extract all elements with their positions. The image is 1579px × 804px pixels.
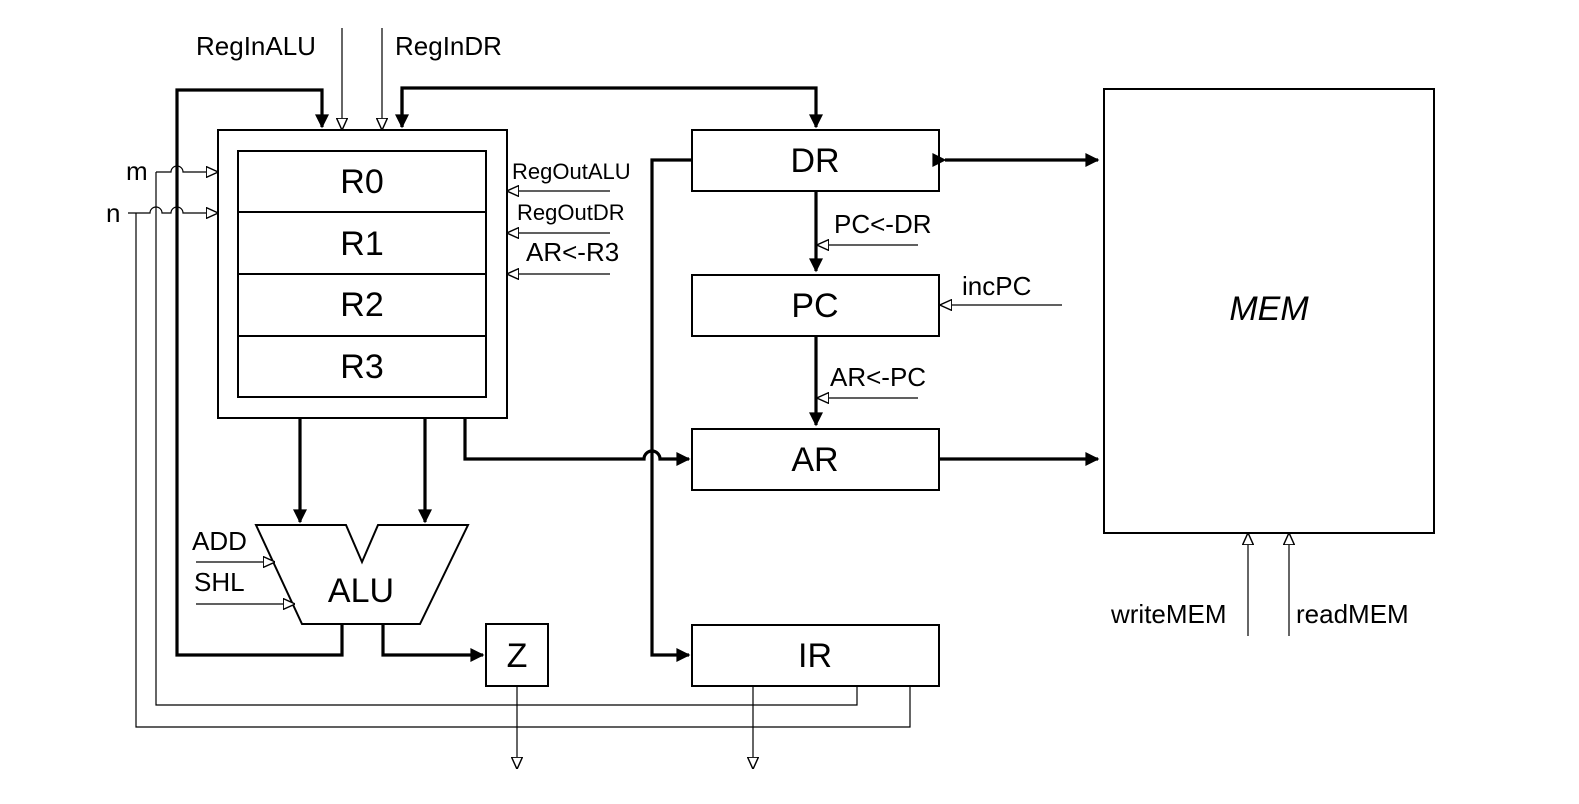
register-r0-label: R0 [340, 163, 383, 201]
register-r1-label: R1 [340, 225, 383, 263]
signal-m: m [126, 156, 148, 186]
signal-add: ADD [192, 526, 247, 556]
register-r3-label: R3 [340, 348, 383, 386]
signal-pc-from-dr: PC<-DR [834, 209, 932, 239]
signal-reg-out-dr: RegOutDR [517, 200, 625, 225]
mem-label: MEM [1229, 290, 1309, 328]
signal-reg-out-alu: RegOutALU [512, 159, 631, 184]
regfile-to-ar [463, 418, 691, 466]
alu-to-regfile-bus [175, 88, 344, 657]
signal-reg-in-dr: RegInDR [395, 31, 502, 61]
signal-inc-pc: incPC [962, 271, 1031, 301]
z-flag-block [485, 623, 549, 687]
m-line [156, 165, 217, 172]
pc-block [691, 274, 940, 337]
dr-block [691, 129, 940, 192]
signal-read-mem: readMEM [1296, 599, 1409, 629]
n-line [128, 206, 217, 213]
pc-label: PC [791, 287, 838, 325]
alu-label: ALU [328, 572, 394, 610]
signal-ar-from-r3: AR<-R3 [526, 237, 619, 267]
signal-ar-from-pc: AR<-PC [830, 362, 926, 392]
dr-to-ir [650, 158, 692, 662]
signal-reg-in-alu: RegInALU [196, 31, 316, 61]
ir-label: IR [798, 637, 832, 675]
alu-to-z [381, 624, 485, 662]
dr-label: DR [790, 142, 839, 180]
dr-regfile-bus [400, 86, 823, 129]
z-label: Z [507, 637, 528, 675]
ar-block [691, 428, 940, 491]
signal-shl: SHL [194, 567, 245, 597]
signal-n: n [106, 198, 120, 228]
ar-label: AR [791, 441, 838, 479]
alu-block [254, 524, 470, 625]
mem-block [1103, 88, 1435, 534]
ir-block [691, 624, 940, 687]
signal-write-mem: writeMEM [1110, 599, 1227, 629]
register-r2-label: R2 [340, 286, 383, 324]
